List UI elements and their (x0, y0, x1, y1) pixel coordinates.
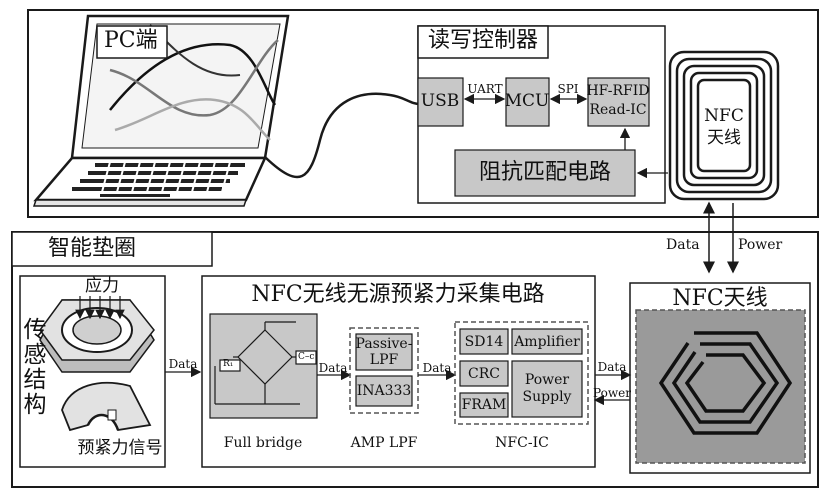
spi-label: SPI (557, 82, 579, 96)
sd14-label: SD14 (464, 334, 504, 350)
amp-group (349, 327, 419, 414)
sensor-data-label: Data (168, 357, 198, 371)
usb-cable (265, 92, 421, 179)
power-supply-label-2: Supply (522, 389, 572, 405)
sensor-vertical-3: 结 (23, 367, 47, 393)
reader-title: 读写控制器 (428, 28, 539, 53)
reader-antenna-label-1: NFC (704, 106, 744, 126)
bridge-cc: C–c (298, 352, 315, 362)
power-supply-block (511, 360, 583, 418)
usb-label: USB (420, 91, 460, 111)
passive-lpf-block (355, 333, 413, 371)
hex-antenna-icon (658, 331, 793, 435)
reader-antenna-icon (668, 50, 780, 201)
amplifier-label: Amplifier (514, 334, 580, 350)
out-power-label: Power (593, 386, 631, 400)
power-link-label: Power (738, 237, 783, 253)
sensor-vertical-4: 构 (23, 392, 47, 418)
passive-lpf-label-1: Passive- (355, 336, 413, 352)
pc-title: PC端 (104, 28, 158, 53)
signal-label: 预紧力信号 (77, 438, 163, 458)
washer-antenna-title: NFC天线 (672, 286, 768, 311)
bridge-r1: R₁ (223, 359, 234, 369)
pc-label-box (96, 25, 168, 59)
hex-washer-icon (39, 296, 155, 373)
circuit-panel (201, 275, 596, 468)
nfc-ic-group (454, 321, 589, 425)
reader-antenna-label-2: 天线 (707, 128, 741, 148)
sensor-section-icon (61, 382, 152, 432)
mcu-label: MCU (504, 91, 550, 111)
washer-antenna-panel (629, 282, 811, 474)
fram-label: FRAM (461, 397, 507, 413)
sensor-vertical-1: 传 (23, 317, 47, 343)
rfid-label-1: HF-RFID (586, 83, 650, 99)
crc-label: CRC (468, 366, 500, 382)
bridge-data-label: Data (318, 361, 348, 375)
bottom-panel (11, 231, 819, 488)
amp-caption: AMP LPF (350, 435, 418, 451)
fram-block (459, 392, 509, 418)
top-panel (27, 9, 819, 218)
usb-block (417, 77, 464, 127)
rfid-block (587, 77, 650, 127)
washer-title: 智能垫圈 (48, 236, 137, 261)
rfid-label-2: Read-IC (589, 102, 647, 118)
amplifier-block (511, 328, 583, 355)
washer-title-box (11, 231, 213, 267)
out-data-label: Data (597, 360, 627, 374)
impedance-block (454, 149, 636, 197)
uart-label: UART (467, 82, 503, 96)
sd14-block (459, 328, 509, 355)
nfc-ic-caption: NFC-IC (495, 435, 549, 451)
sensor-vertical-2: 感 (23, 342, 47, 368)
amp-data-label: Data (422, 361, 452, 375)
data-link-label: Data (666, 237, 700, 253)
power-supply-label-1: Power (524, 372, 570, 388)
ina333-label: INA333 (356, 383, 412, 399)
bridge-caption: Full bridge (223, 435, 303, 451)
bridge-schematic (214, 321, 317, 405)
passive-lpf-label-2: LPF (369, 352, 399, 368)
stress-label: 应力 (85, 276, 119, 296)
ina333-block (355, 375, 413, 407)
reader-title-box (417, 25, 549, 59)
impedance-label: 阻抗匹配电路 (478, 160, 612, 185)
circuit-title: NFC无线无源预紧力采集电路 (251, 282, 545, 307)
crc-block (459, 360, 509, 387)
mcu-block (505, 77, 550, 127)
